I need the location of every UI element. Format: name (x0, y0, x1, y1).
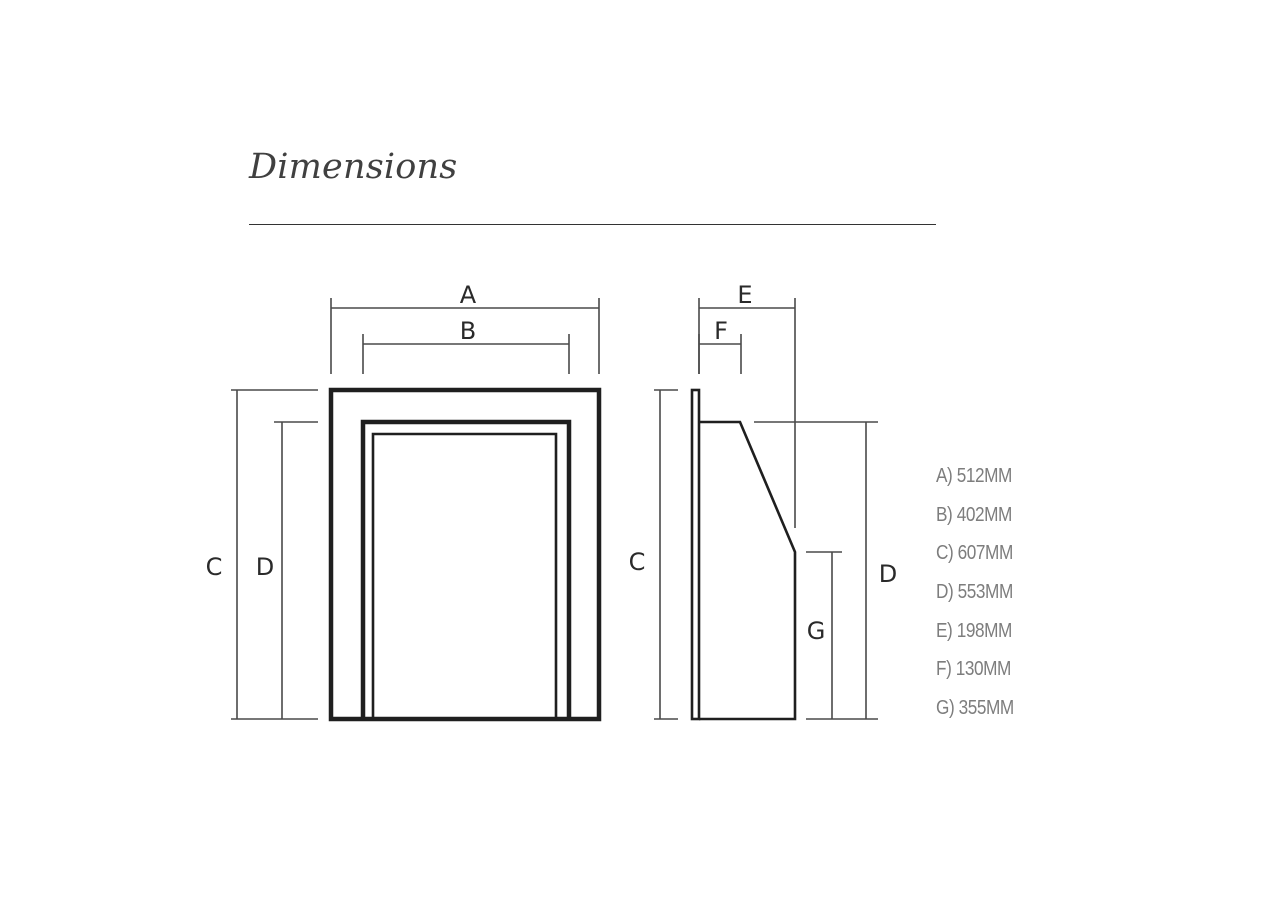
label-f: F (714, 317, 728, 345)
dimension-c-front (231, 389, 318, 720)
label-c-front: C (206, 553, 223, 581)
dimension-d-side (754, 421, 878, 720)
front-outer-frame (328, 387, 602, 722)
dimension-legend: A) 512MM B) 402MM C) 607MM D) 553MM E) 1… (936, 462, 1026, 733)
legend-item-c: C) 607MM (936, 542, 1013, 565)
label-g: G (807, 617, 826, 645)
dimension-b (362, 334, 570, 374)
legend-item-b: B) 402MM (936, 503, 1012, 526)
label-a: A (460, 281, 477, 309)
dimension-a (330, 298, 600, 374)
dimension-g (806, 551, 842, 719)
side-fascia-plate (690, 388, 701, 721)
legend-item-e: E) 198MM (936, 619, 1012, 642)
side-view: E F C D G (629, 281, 897, 721)
legend-item-f: F) 130MM (936, 658, 1011, 681)
front-view: A B C D (206, 281, 602, 722)
title-divider (249, 224, 936, 225)
dimension-f (698, 334, 742, 374)
side-body-profile (699, 420, 797, 721)
front-inner-opening (371, 432, 558, 719)
dimension-d-front (274, 421, 318, 719)
label-d-front: D (256, 553, 274, 581)
label-d-side: D (879, 560, 897, 588)
dimension-c-side (654, 389, 678, 720)
page-title: Dimensions (249, 147, 458, 187)
legend-item-d: D) 553MM (936, 581, 1013, 604)
label-e: E (737, 281, 752, 309)
legend-item-a: A) 512MM (936, 465, 1012, 487)
legend-item-g: G) 355MM (936, 697, 1014, 720)
front-middle-frame (360, 419, 572, 719)
label-b: B (460, 317, 476, 345)
label-c-side: C (629, 548, 646, 576)
